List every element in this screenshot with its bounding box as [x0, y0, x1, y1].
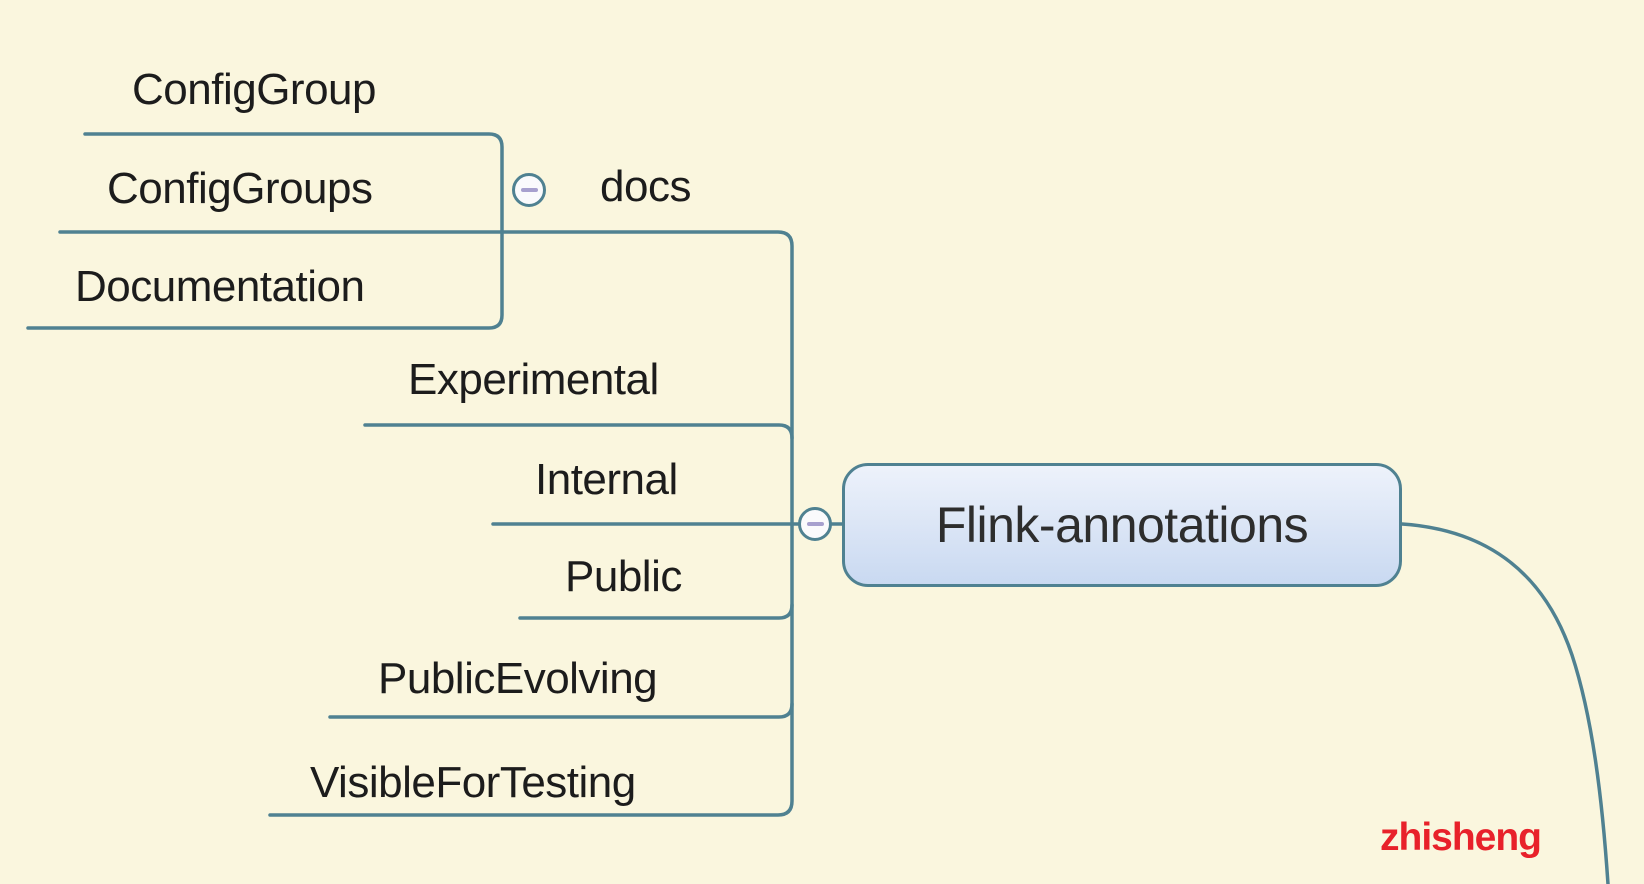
- node-visiblefortesting[interactable]: VisibleForTesting: [310, 758, 636, 807]
- edge-root-right-branch: [1400, 522, 1610, 884]
- minus-icon: [520, 188, 538, 192]
- node-docs[interactable]: docs: [600, 162, 691, 211]
- collapse-button-docs[interactable]: [512, 173, 546, 207]
- edge-experimental: [363, 423, 794, 440]
- node-public[interactable]: Public: [565, 552, 682, 601]
- node-configgroups[interactable]: ConfigGroups: [107, 164, 373, 213]
- root-node-flink-annotations[interactable]: Flink-annotations: [842, 463, 1402, 587]
- edge-publicevolving: [328, 702, 794, 719]
- node-configgroup[interactable]: ConfigGroup: [132, 65, 376, 114]
- node-documentation[interactable]: Documentation: [75, 262, 365, 311]
- node-publicevolving[interactable]: PublicEvolving: [378, 654, 658, 703]
- watermark-text: zhisheng: [1380, 816, 1542, 859]
- node-internal[interactable]: Internal: [535, 455, 678, 504]
- minus-icon: [806, 522, 824, 526]
- collapse-button-root[interactable]: [798, 507, 832, 541]
- node-experimental[interactable]: Experimental: [408, 355, 659, 404]
- edge-public: [518, 603, 794, 620]
- root-node-label: Flink-annotations: [935, 497, 1309, 553]
